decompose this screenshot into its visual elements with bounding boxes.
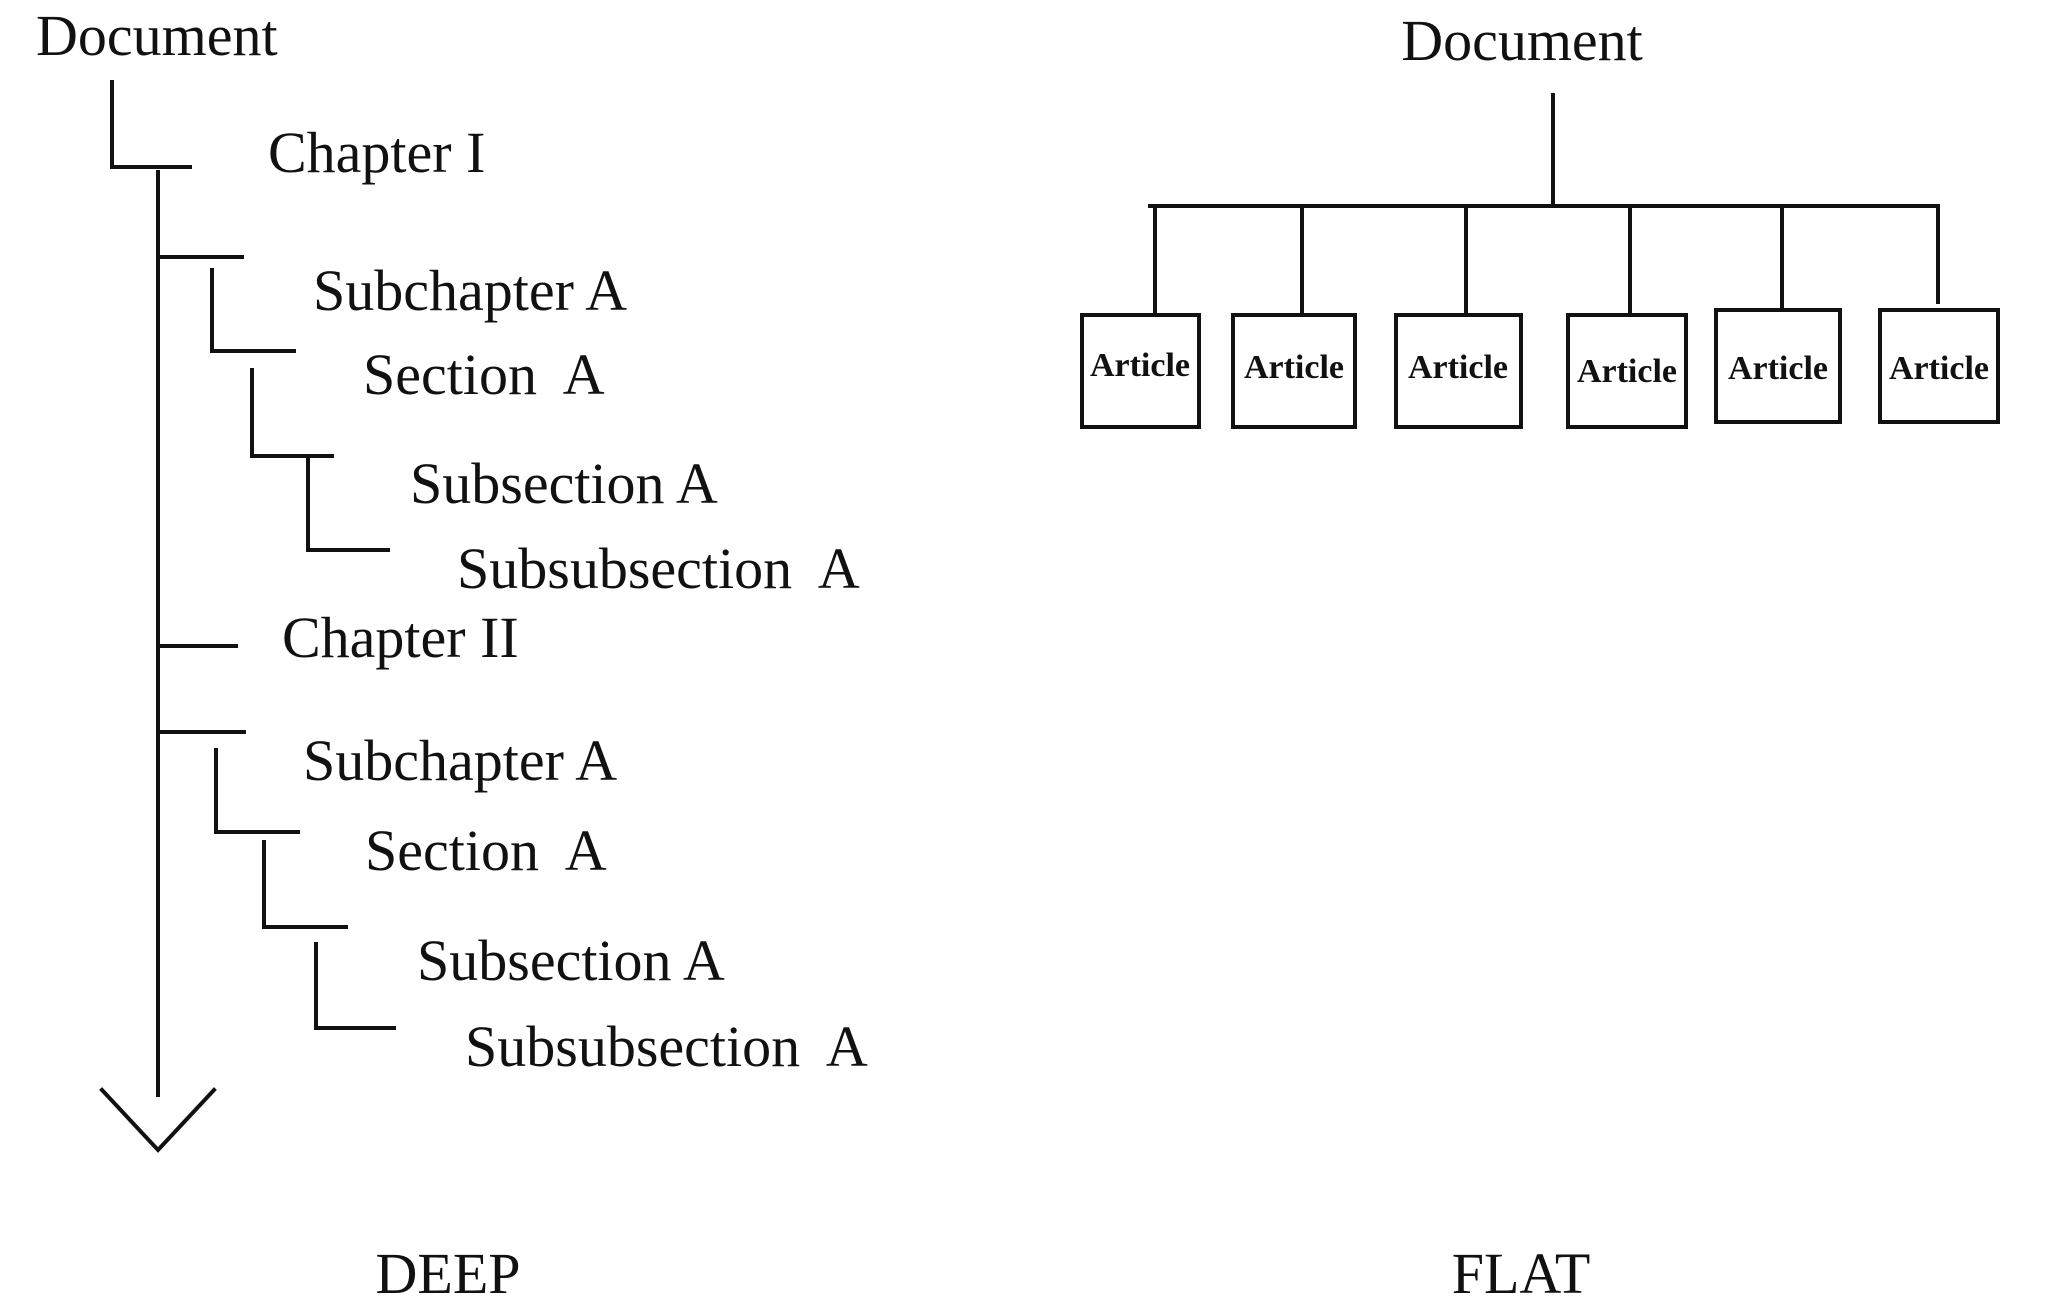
article-label: Article <box>1408 349 1508 386</box>
article-label: Article <box>1889 350 1989 387</box>
flat-hierarchy: Document Article Article Article <box>1080 8 2000 1301</box>
deep-connector-subsection-2 <box>314 942 396 1030</box>
article-node: Article <box>1231 313 1357 429</box>
deep-item-subsection-1: Subsection A <box>410 451 718 516</box>
deep-connector-subchapter-1 <box>210 268 296 353</box>
deep-item-subsection-2: Subsection A <box>417 928 725 993</box>
flat-caption: FLAT <box>1452 1241 1591 1296</box>
deep-hierarchy: Document Chapter I Subchapter A Section … <box>36 3 868 1301</box>
flat-articles: Article Article Article Article Article … <box>1080 308 2000 429</box>
article-box <box>1080 313 1201 429</box>
deep-connector-section-1 <box>250 368 334 458</box>
deep-caption: DEEP <box>376 1241 521 1296</box>
deep-connectors <box>99 80 396 1153</box>
article-box <box>1566 313 1688 429</box>
deep-connector-section-2 <box>262 840 348 929</box>
deep-item-subsubsection-2: Subsubsection A <box>465 1014 868 1079</box>
article-node: Article <box>1080 313 1201 429</box>
deep-arrowhead <box>99 1087 217 1153</box>
article-node: Article <box>1878 308 2000 424</box>
deep-connector-subchapter-2 <box>214 748 300 834</box>
deep-item-chapter-2: Chapter II <box>282 605 519 670</box>
article-node: Article <box>1566 313 1688 429</box>
article-box <box>1714 308 1842 424</box>
article-box <box>1231 313 1357 429</box>
article-label: Article <box>1090 347 1190 384</box>
deep-item-section-2: Section A <box>365 818 607 883</box>
deep-item-section-1: Section A <box>363 342 605 407</box>
deep-connector-root <box>110 80 192 169</box>
deep-item-subchapter-1: Subchapter A <box>313 258 627 323</box>
deep-connector-subsection-1 <box>306 454 390 552</box>
article-box <box>1394 313 1523 429</box>
article-box <box>1878 308 2000 424</box>
deep-item-subsubsection-1: Subsubsection A <box>457 536 860 601</box>
flat-root-label: Document <box>1401 8 1643 73</box>
deep-labels: Chapter I Subchapter A Section A Subsect… <box>268 120 868 1079</box>
deep-root-label: Document <box>36 3 278 68</box>
article-label: Article <box>1577 353 1677 390</box>
article-node: Article <box>1394 313 1523 429</box>
deep-item-chapter-1: Chapter I <box>268 120 485 185</box>
flat-connectors <box>1148 93 1940 317</box>
article-node: Article <box>1714 308 1842 424</box>
article-label: Article <box>1728 350 1828 387</box>
article-label: Article <box>1244 349 1344 386</box>
deep-item-subchapter-2: Subchapter A <box>303 728 617 793</box>
